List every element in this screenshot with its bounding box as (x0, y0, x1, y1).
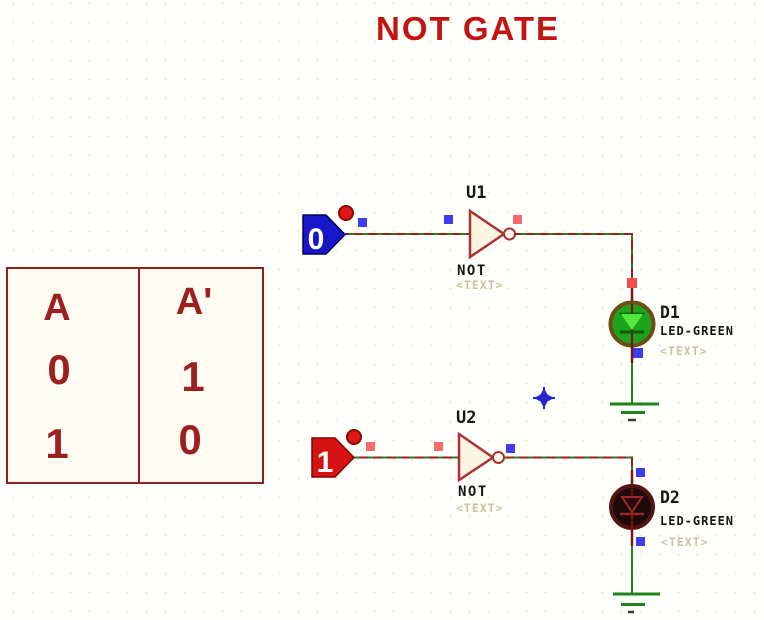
tt-cell-row1-a: 0 (47, 346, 71, 393)
toggle-indicator-icon-c1[interactable] (338, 205, 354, 221)
logic-low-marker-icon (633, 348, 643, 358)
tt-header-not-a: A' (175, 281, 213, 323)
gate-type-label: NOT (457, 263, 487, 279)
not-gate-u1[interactable] (468, 208, 516, 260)
led-text-placeholder: <TEXT> (661, 535, 709, 549)
logic-input-value-c2: 1 (317, 446, 334, 479)
logic-input-value-c1: 0 (308, 223, 325, 256)
gate-ref-label: U1 (466, 183, 486, 203)
logic-high-marker-icon (513, 215, 522, 224)
not-gate-u2[interactable] (457, 431, 505, 483)
logic-input-toggle-c2[interactable]: 1 (311, 429, 362, 479)
gate-text-placeholder: <TEXT> (456, 278, 504, 292)
led-part-label: LED-GREEN (660, 514, 734, 528)
logic-input-toggle-c1[interactable]: 0 (302, 205, 354, 256)
page-title: NOT GATE (376, 10, 561, 47)
logic-low-marker-icon (636, 468, 645, 477)
logic-high-marker-icon (627, 278, 637, 288)
origin-marker-icon (533, 387, 555, 409)
ground-icon-c1 (610, 402, 659, 422)
led-part-label: LED-GREEN (660, 324, 734, 338)
wire-output-c1 (515, 233, 634, 304)
led-text-placeholder: <TEXT> (660, 344, 708, 358)
logic-low-marker-icon (506, 444, 515, 453)
circuit-2: 1 U2 (311, 408, 734, 614)
led-ref-label: D2 (660, 488, 680, 507)
led-ref-label: D1 (660, 303, 680, 322)
logic-low-marker-icon (636, 537, 645, 546)
logic-high-marker-icon (434, 442, 443, 451)
logic-low-marker-icon (358, 218, 367, 227)
inverter-bubble-icon (492, 451, 505, 464)
circuit-1: 0 (302, 183, 734, 422)
gate-text-placeholder: <TEXT> (456, 501, 504, 515)
tt-header-a: A (43, 287, 71, 329)
wire-output-c2 (504, 456, 634, 489)
tt-cell-row2-a: 1 (45, 420, 69, 467)
logic-high-marker-icon (366, 442, 375, 451)
diode-triangle-icon (621, 314, 643, 330)
inverter-bubble-icon (503, 227, 516, 241)
gate-ref-label: U2 (456, 408, 476, 428)
led-d1[interactable] (608, 300, 656, 348)
gate-type-label: NOT (458, 484, 488, 500)
led-d2[interactable] (609, 484, 655, 530)
diode-triangle-icon (620, 496, 644, 514)
toggle-indicator-icon-c2[interactable] (346, 429, 362, 445)
tt-cell-row1-not-a: 1 (181, 353, 205, 400)
truth-table-divider (138, 269, 140, 482)
ground-icon-c2 (613, 592, 660, 614)
logic-low-marker-icon (444, 215, 453, 224)
truth-table: A A' 0 1 1 0 (6, 267, 264, 484)
tt-cell-row2-not-a: 0 (178, 416, 202, 463)
